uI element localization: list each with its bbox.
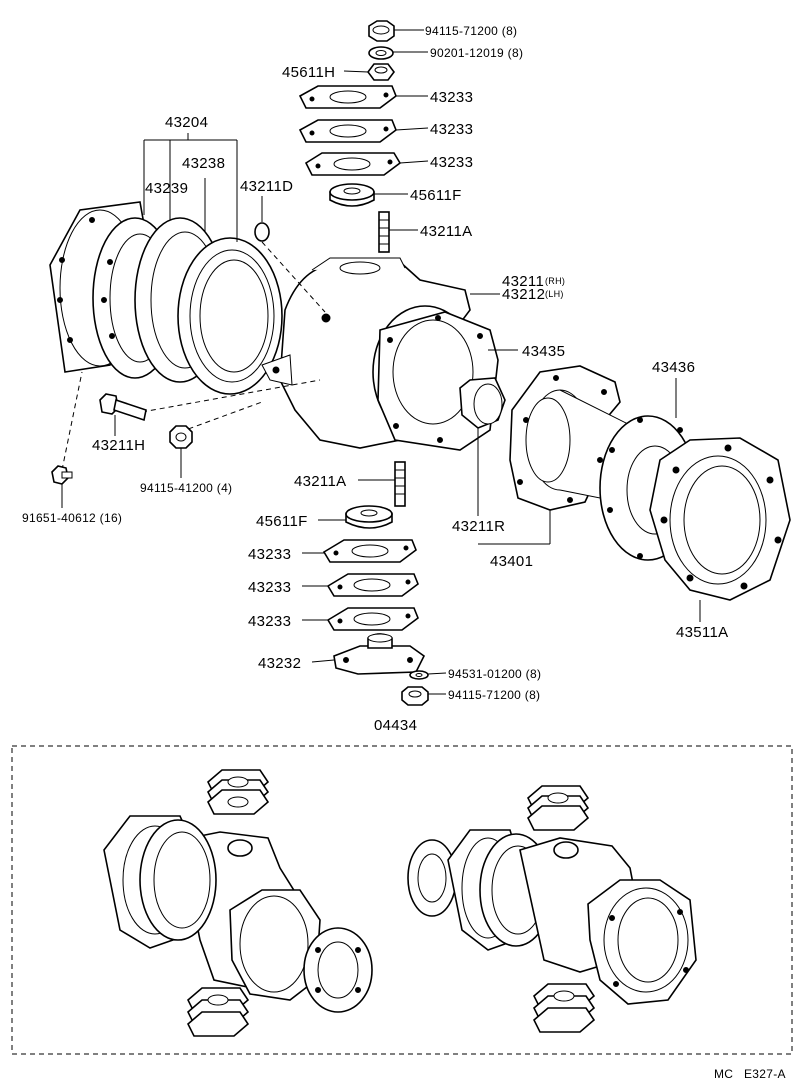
footer-code-prefix: MC <box>714 1067 733 1081</box>
plug-43211D <box>254 196 270 242</box>
bottom-gasket-2 <box>326 573 419 597</box>
bottom-bearing <box>345 505 393 529</box>
label-gasket-5: 43233 <box>248 579 291 596</box>
knuckle-housing <box>261 257 499 451</box>
top-gasket-3 <box>304 152 402 176</box>
kit-right-gasket-stack-top <box>527 785 590 831</box>
kit-box <box>11 745 793 1055</box>
kit-left-gasket-stack-top <box>207 769 270 815</box>
label-cap: 43232 <box>258 655 301 672</box>
kit-right-gasket-stack-bottom <box>533 983 596 1033</box>
bottom-stud <box>394 461 406 507</box>
label-bearing-top: 45611F <box>410 187 462 204</box>
label-stud-top: 43211A <box>420 223 472 240</box>
label-seal-set: 43204 <box>165 114 208 131</box>
kit-illustration-left <box>103 769 373 1037</box>
guide-line-bolt <box>141 379 321 413</box>
label-bearing-bottom: 45611F <box>256 513 308 530</box>
label-plug: 43211D <box>240 178 293 195</box>
seal-ring-felt <box>177 237 283 395</box>
bottom-cap <box>333 633 426 675</box>
kit-left-outer-seal <box>229 889 321 1001</box>
label-knuckle-rh-suffix: (RH) <box>545 276 565 286</box>
label-bolt: 43211H <box>92 437 145 454</box>
oil-seal-43435 <box>459 377 506 429</box>
nut-side <box>169 425 193 449</box>
label-gasket-3: 43233 <box>430 154 473 171</box>
kit-right-flange <box>407 839 457 917</box>
spindle-43401 <box>509 365 651 511</box>
top-cone-washer <box>367 63 395 81</box>
kit-left-gasket-stack-bottom <box>187 987 250 1037</box>
bottom-gasket-3 <box>326 607 419 631</box>
top-washer <box>368 46 394 60</box>
bottom-gasket-1 <box>322 539 417 563</box>
leader-lines <box>61 29 701 695</box>
label-screw: 91651-40612 (16) <box>22 511 122 525</box>
bottom-washer <box>409 670 429 680</box>
label-cone-top: 45611H <box>282 64 335 81</box>
label-seal-b: 43239 <box>145 180 188 197</box>
screw-91651 <box>51 465 73 485</box>
top-gasket-1 <box>298 85 397 109</box>
label-knuckle-lh-suffix: (LH) <box>545 289 564 299</box>
label-spindle-assy: 43401 <box>490 553 533 570</box>
label-bushing: 43211R <box>452 518 505 535</box>
guide-line-plug <box>261 241 326 313</box>
label-knuckle-lh: 43212 <box>502 286 545 303</box>
label-nut-bottom: 94115-71200 (8) <box>448 688 540 702</box>
bracket-43204 <box>143 133 238 242</box>
top-stud <box>378 211 390 253</box>
footer-code: E327-A <box>744 1067 786 1081</box>
label-flange: 43511A <box>676 624 728 641</box>
bottom-nut <box>401 686 429 706</box>
kit-right-outer-seal <box>587 879 697 1005</box>
kit-left-seal-ring <box>139 819 217 941</box>
label-gasket-4: 43233 <box>248 546 291 563</box>
label-oil-seal: 43435 <box>522 343 565 360</box>
label-gasket-6: 43233 <box>248 613 291 630</box>
label-washer-top: 90201-12019 (8) <box>430 46 523 60</box>
kit-left-flange <box>303 927 373 1013</box>
label-nut-top: 94115-71200 (8) <box>425 24 517 38</box>
label-kit: 04434 <box>374 717 417 734</box>
label-gasket-1: 43233 <box>430 89 473 106</box>
top-nut <box>368 20 395 42</box>
label-washer-bottom: 94531-01200 (8) <box>448 667 541 681</box>
hub-flange-43511A <box>649 437 791 601</box>
bolt-43211H <box>99 393 147 422</box>
guide-line-nut <box>179 401 263 433</box>
top-bearing <box>329 183 375 207</box>
label-gasket-2: 43233 <box>430 121 473 138</box>
kit-illustration-right <box>407 785 697 1033</box>
label-knuckle-rh: 43211 <box>502 273 544 290</box>
label-stud-bottom: 43211A <box>294 473 346 490</box>
top-gasket-2 <box>298 119 397 143</box>
label-spindle: 43436 <box>652 359 695 376</box>
label-seal-a: 43238 <box>182 155 225 172</box>
guide-line-screw <box>61 371 83 471</box>
label-nut-side: 94115-41200 (4) <box>140 481 232 495</box>
